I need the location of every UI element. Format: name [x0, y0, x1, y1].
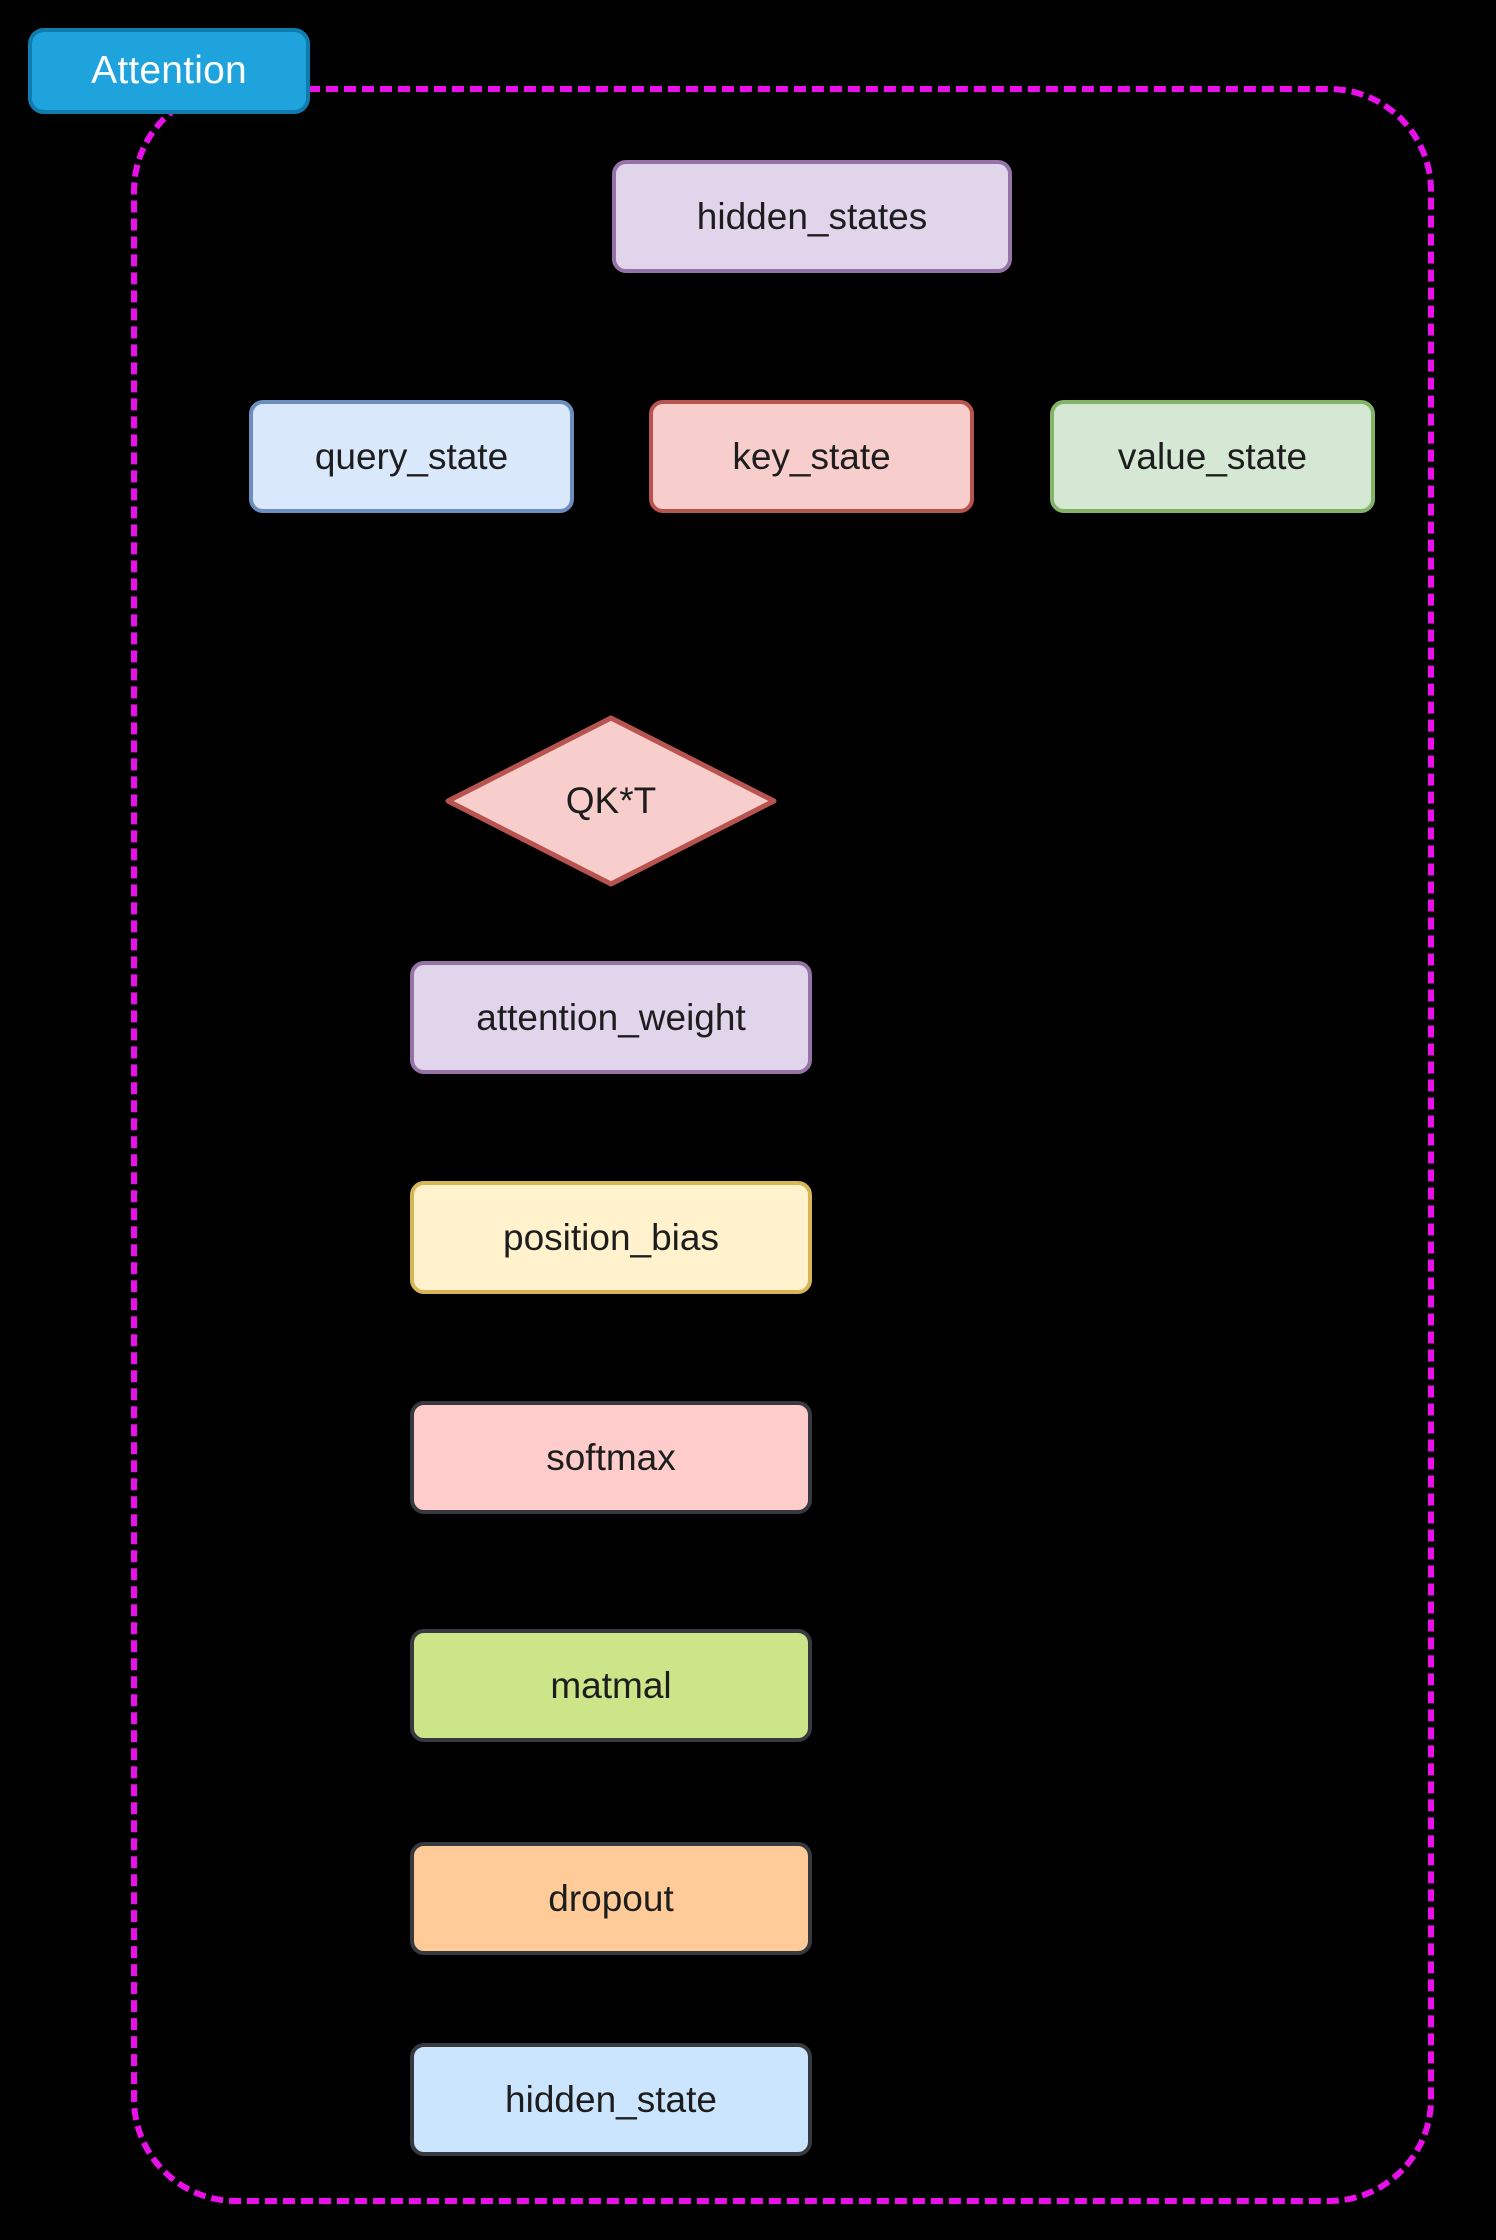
node-label-hidden_states: hidden_states [696, 196, 928, 237]
node-label-position_bias: position_bias [503, 1217, 719, 1258]
node-label-value_state: value_state [1117, 436, 1308, 477]
node-label-dropout: dropout [548, 1878, 674, 1919]
node-label-key_state: key_state [732, 436, 891, 477]
node-softmax[interactable]: softmax [410, 1401, 812, 1514]
node-label-query_state: query_state [314, 436, 509, 477]
subgraph-boundary-attention [131, 86, 1434, 2204]
node-qkt[interactable]: QK*T [445, 715, 777, 887]
node-query_state[interactable]: query_state [249, 400, 574, 513]
node-matmal[interactable]: matmal [410, 1629, 812, 1742]
node-key_state[interactable]: key_state [649, 400, 974, 513]
node-label-softmax: softmax [546, 1437, 676, 1478]
node-attention_weight[interactable]: attention_weight [410, 961, 812, 1074]
node-hidden_state[interactable]: hidden_state [410, 2043, 812, 2156]
node-label-attention_weight: attention_weight [476, 997, 746, 1038]
subgraph-title-attention[interactable]: Attention [28, 28, 310, 114]
node-hidden_states[interactable]: hidden_states [612, 160, 1012, 273]
node-value_state[interactable]: value_state [1050, 400, 1375, 513]
diamond-shape-icon [445, 715, 777, 887]
subgraph-title-label: Attention [91, 49, 247, 92]
node-position_bias[interactable]: position_bias [410, 1181, 812, 1294]
node-label-matmal: matmal [550, 1665, 672, 1706]
node-dropout[interactable]: dropout [410, 1842, 812, 1955]
node-label-hidden_state: hidden_state [505, 2079, 717, 2120]
